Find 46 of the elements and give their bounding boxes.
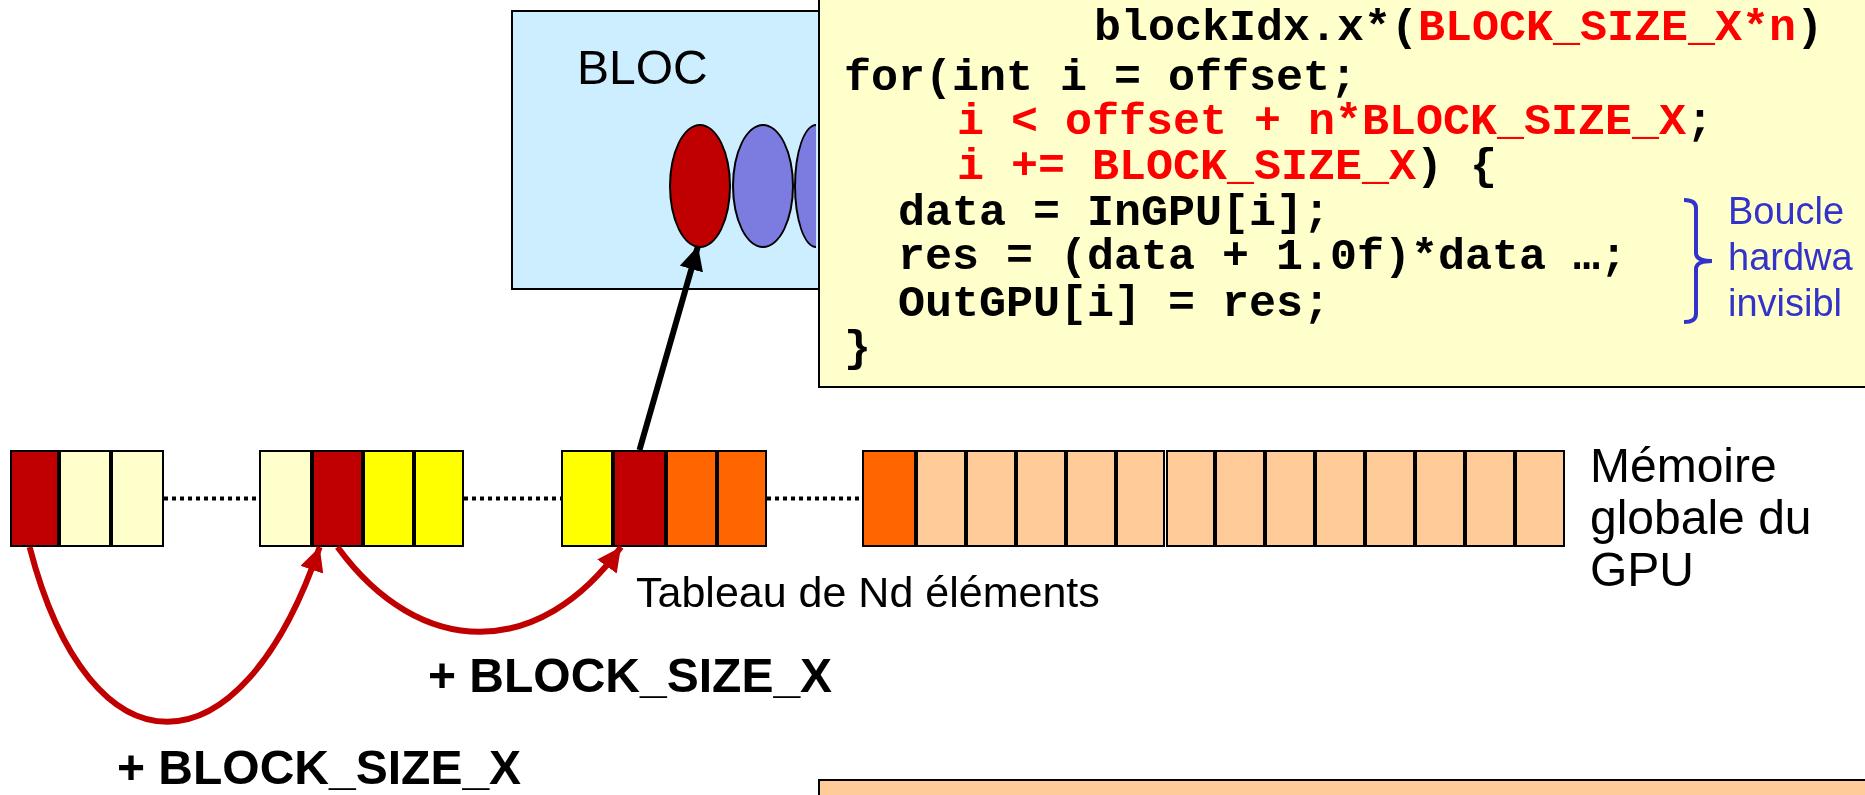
memory-cell bbox=[59, 450, 111, 547]
arrow bbox=[636, 245, 703, 451]
code-text: OutGPU[i] = res; bbox=[898, 279, 1331, 330]
memory-cell bbox=[111, 450, 164, 547]
memory-cell bbox=[1215, 450, 1266, 547]
memory-cell bbox=[259, 450, 312, 547]
code-panel bbox=[818, 779, 1865, 795]
memory-cell bbox=[1514, 450, 1565, 547]
memory-cell bbox=[561, 450, 613, 547]
code-text: BLOCK_SIZE_X*n bbox=[1418, 3, 1797, 54]
memory-cell bbox=[666, 450, 717, 547]
memory-cell bbox=[613, 450, 666, 547]
memory-cell bbox=[916, 450, 966, 547]
memory-cell bbox=[965, 450, 1016, 547]
memory-cell bbox=[717, 450, 767, 547]
memory-cell bbox=[363, 450, 414, 547]
memory-cell bbox=[1315, 450, 1366, 547]
memory-cell bbox=[1415, 450, 1465, 547]
memory-cell bbox=[312, 450, 363, 547]
memory-cell bbox=[1464, 450, 1515, 547]
memory-cell bbox=[862, 450, 916, 547]
memory-label: Mémoire globale du GPU bbox=[1590, 440, 1813, 596]
dotted-line bbox=[767, 496, 862, 501]
memory-cell bbox=[414, 450, 464, 547]
memory-cell bbox=[1165, 450, 1216, 547]
code-panel bbox=[818, 0, 1865, 388]
edge-label: + BLOCK_SIZE_X bbox=[117, 740, 522, 795]
dotted-line bbox=[464, 496, 561, 501]
arrow bbox=[26, 545, 323, 725]
annotation-text: Boucle hardwa invisibl bbox=[1728, 189, 1854, 326]
code-text: blockIdx.x*( bbox=[1094, 3, 1419, 54]
memory-cell bbox=[1015, 450, 1066, 547]
block-label: BLOC bbox=[577, 40, 708, 95]
memory-cell bbox=[10, 450, 59, 547]
code-text: } bbox=[844, 324, 871, 375]
memory-cell bbox=[1115, 450, 1166, 547]
code-text: ) bbox=[1796, 3, 1824, 54]
arrow bbox=[335, 545, 624, 635]
dotted-line bbox=[164, 496, 259, 501]
edge-label: + BLOCK_SIZE_X bbox=[428, 648, 833, 703]
array-label: Tableau de Nd éléments bbox=[636, 567, 1101, 617]
memory-cell bbox=[1365, 450, 1415, 547]
code-text: ; bbox=[1686, 97, 1714, 148]
block-box bbox=[511, 10, 818, 290]
memory-cell bbox=[1265, 450, 1316, 547]
memory-cell bbox=[1065, 450, 1116, 547]
